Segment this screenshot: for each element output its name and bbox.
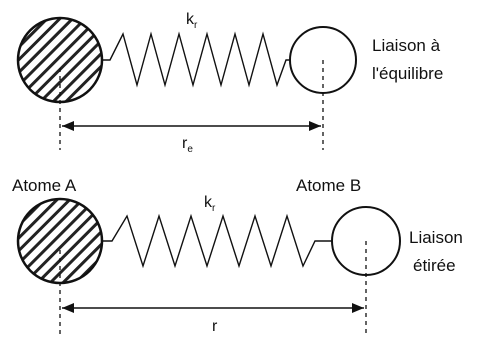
equilibrium-bond: kr Liaison à l'équilibre re (16, 11, 443, 155)
spring-constant-top: kr (186, 11, 198, 31)
atom-a-top (16, 16, 104, 104)
state-label-stretched-line1: Liaison (409, 228, 463, 247)
spring-bottom (102, 213, 332, 269)
spring-constant-bottom: kr (204, 194, 216, 214)
state-label-stretched-line2: étirée (413, 256, 456, 275)
state-label-equilibrium-line2: l'équilibre (372, 64, 443, 83)
atom-b-label: Atome B (296, 176, 361, 195)
atom-a-bottom (16, 197, 104, 285)
distance-label-equilibrium: re (182, 135, 193, 155)
stretched-bond: kr Liaison étirée r (16, 194, 463, 335)
spring-top (102, 31, 290, 88)
state-label-equilibrium-line1: Liaison à (372, 36, 441, 55)
distance-label-stretched: r (212, 318, 218, 335)
atom-a-label: Atome A (12, 176, 77, 195)
distance-arrow-top (62, 121, 321, 131)
distance-arrow-bottom (62, 303, 364, 313)
